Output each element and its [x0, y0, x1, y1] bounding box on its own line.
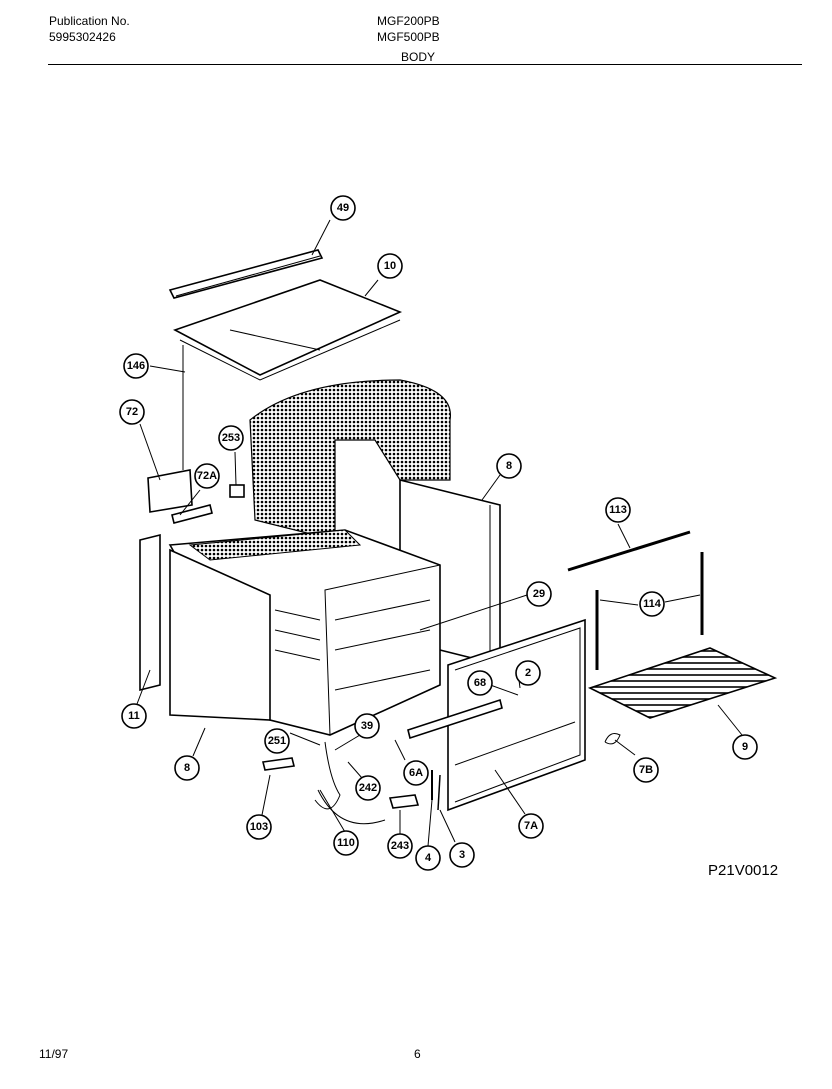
top-rail-part — [168, 249, 324, 299]
callout-number: 242 — [359, 782, 377, 794]
oven-door-part — [447, 618, 586, 812]
hinge-pin-part — [437, 774, 441, 811]
clip-part — [604, 733, 621, 745]
callout-113: 113 — [605, 497, 631, 523]
callout-8: 8 — [496, 453, 522, 479]
bracket-part — [147, 469, 213, 524]
fastener-part — [229, 484, 245, 498]
callout-39: 39 — [354, 713, 380, 739]
callout-9: 9 — [732, 734, 758, 760]
section-title: BODY — [401, 50, 436, 64]
callout-number: 72 — [126, 406, 138, 418]
callout-number: 7A — [524, 820, 538, 832]
callout-number: 8 — [506, 460, 512, 472]
callout-253: 253 — [218, 425, 244, 451]
side-panel-part — [139, 533, 161, 692]
callout-number: 8 — [184, 762, 190, 774]
insulation-blanket-part — [249, 379, 451, 541]
model-number-1: MGF200PB — [377, 14, 440, 28]
callout-number: 72A — [197, 470, 217, 482]
top-panel-part — [172, 279, 403, 381]
foot-part — [262, 757, 295, 771]
burner-part — [314, 741, 341, 810]
footer-date: 11/97 — [39, 1047, 69, 1061]
callout-68: 68 — [467, 670, 493, 696]
callout-number: 114 — [643, 598, 662, 610]
callout-number: 6A — [409, 767, 423, 779]
callout-103: 103 — [246, 814, 272, 840]
callout-number: 251 — [268, 735, 286, 747]
callout-number: 2 — [525, 667, 531, 679]
callout-number: 29 — [533, 588, 545, 600]
callout-number: 3 — [459, 849, 465, 861]
callout-110: 110 — [333, 830, 359, 856]
callout-6a: 6A — [403, 760, 429, 786]
callout-number: 146 — [127, 360, 145, 372]
rod-part — [567, 530, 691, 572]
model-number-2: MGF500PB — [377, 30, 440, 44]
callout-number: 9 — [742, 741, 748, 753]
callout-49: 49 — [330, 195, 356, 221]
callout-11: 11 — [121, 703, 147, 729]
tube-part — [317, 789, 386, 825]
callout-7b: 7B — [633, 757, 659, 783]
callout-146: 146 — [123, 353, 149, 379]
callout-3: 3 — [449, 842, 475, 868]
spring-part — [388, 794, 420, 809]
callout-number: 39 — [361, 720, 373, 732]
callout-2: 2 — [515, 660, 541, 686]
callout-4: 4 — [415, 845, 441, 871]
callout-number: 110 — [337, 837, 355, 849]
callout-251: 251 — [264, 728, 290, 754]
gasket-strip-part — [407, 698, 503, 740]
callout-number: 68 — [474, 677, 486, 689]
figure-code: P21V0012 — [708, 862, 779, 879]
publication-label: Publication No. — [49, 14, 130, 28]
publication-number: 5995302426 — [49, 30, 116, 44]
callout-114: 114 — [639, 591, 665, 617]
oven-rack-part — [587, 647, 778, 719]
callout-8: 8 — [174, 755, 200, 781]
callout-number: 253 — [222, 432, 240, 444]
callout-number: 7B — [639, 764, 653, 776]
callout-number: 113 — [609, 504, 627, 516]
callout-labels: 49 10 146 72 253 72A 8 113 114 29 2 68 11 9 8 251 39 7B 6A… — [119, 195, 758, 871]
callout-number: 49 — [337, 202, 349, 214]
callout-7a: 7A — [518, 813, 544, 839]
callout-10: 10 — [377, 253, 403, 279]
page-number: 6 — [414, 1047, 421, 1061]
callout-242: 242 — [355, 775, 381, 801]
oven-body-part — [168, 529, 441, 736]
callout-29: 29 — [526, 581, 552, 607]
callout-72: 72 — [119, 399, 145, 425]
callout-number: 11 — [128, 710, 140, 722]
callout-243: 243 — [387, 833, 413, 859]
callout-number: 10 — [384, 260, 396, 272]
callout-72a: 72A — [194, 463, 220, 489]
callout-number: 4 — [425, 852, 432, 864]
callout-number: 103 — [250, 821, 268, 833]
callout-number: 243 — [391, 840, 409, 852]
header-rule — [48, 64, 802, 65]
